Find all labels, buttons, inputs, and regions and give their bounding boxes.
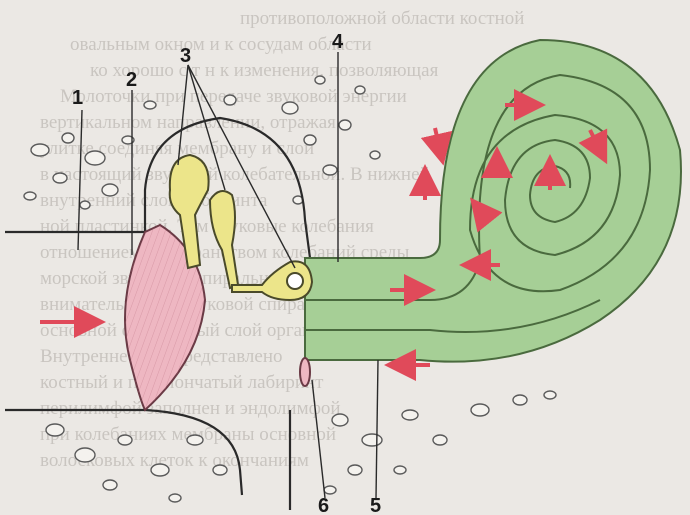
label-5: 5 (370, 495, 381, 515)
arrow-icon (435, 128, 440, 150)
label-3: 3 (180, 45, 191, 67)
incus (210, 191, 238, 288)
label-1: 1 (72, 87, 83, 109)
label-4: 4 (332, 31, 344, 53)
label-2: 2 (126, 69, 137, 91)
label-6: 6 (318, 495, 329, 515)
round-window-membrane (300, 358, 310, 386)
